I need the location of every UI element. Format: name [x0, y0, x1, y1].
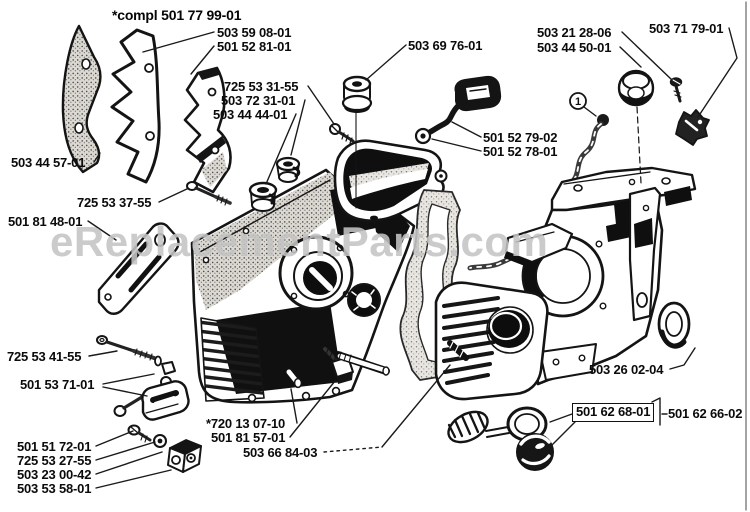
callout-1-badge: 1 — [569, 92, 587, 110]
part-label-501-81-48-01: 501 81 48-01 — [8, 214, 83, 229]
part-label-725-53-27-55: 725 53 27-55 — [17, 453, 92, 468]
part-label-501-62-66-02: 501 62 66-02 — [668, 406, 743, 421]
oil-seal-ring — [657, 301, 691, 349]
guide-plate — [97, 222, 180, 315]
screw-small-bottom — [127, 424, 152, 443]
part-label-501-52-81-01: 501 52 81-01 — [217, 39, 292, 54]
bumper-spike-set — [61, 24, 232, 194]
part-label-501-52-78-01: 501 52 78-01 — [483, 144, 558, 159]
part-label-501-51-72-01: 501 51 72-01 — [17, 439, 92, 454]
part-label-503-66-84-03: 503 66 84-03 — [243, 445, 318, 460]
part-label-503-69-76-01: 503 69 76-01 — [408, 38, 483, 53]
assembly-title: *compl 501 77 99-01 — [112, 7, 242, 23]
crankcase-fins — [201, 320, 264, 395]
felling-dog-small — [183, 66, 232, 194]
part-label-501-62-68-01: 501 62 68-01 — [572, 403, 655, 422]
crankcase-left-half — [190, 168, 416, 404]
part-label-501-53-71-01: 501 53 71-01 — [20, 377, 95, 392]
part-label-503-53-58-01: 503 53 58-01 — [17, 481, 92, 496]
part-label-503-71-79-01: 503 71 79-01 — [649, 21, 724, 36]
screw-felling-dog — [186, 181, 232, 206]
fuel-cap-top — [617, 69, 655, 184]
tank-top-plate — [333, 111, 448, 222]
part-label-503-44-57-01: 503 44 57-01 — [11, 155, 86, 170]
dowel-pin — [284, 367, 303, 389]
part-label-725-53-41-55: 725 53 41-55 — [7, 349, 82, 364]
stud-bolt — [447, 340, 469, 361]
ignition-module — [414, 75, 502, 145]
part-label-503-21-28-06: 503 21 28-06 — [537, 25, 612, 40]
part-label-501-81-57-01: 501 81 57-01 — [211, 430, 286, 445]
crankcase-right-half — [434, 166, 697, 401]
vent-screw — [669, 77, 683, 103]
callout-1-number: 1 — [575, 96, 581, 108]
leader-lines — [87, 27, 738, 489]
part-label-503-44-50-01: 503 44 50-01 — [537, 40, 612, 55]
washer-bottom — [153, 434, 167, 448]
spike-plate-outer — [61, 24, 102, 174]
part-label-720-13-07-10: *720 13 07-10 — [206, 416, 286, 431]
part-label-503-59-08-01: 503 59 08-01 — [217, 25, 292, 40]
part-label-503-26-02-04: 503 26 02-04 — [589, 362, 664, 377]
felling-dog-large — [110, 28, 161, 184]
tank-vent-valve — [675, 109, 710, 146]
pivot-rod — [334, 351, 390, 376]
part-label-503-44-44-01: 503 44 44-01 — [213, 107, 288, 122]
tensioner-block — [141, 380, 190, 421]
watermark: eReplacementParts.com — [50, 218, 549, 265]
rubber-grommet — [341, 75, 373, 113]
bolt-long-upper — [96, 335, 176, 375]
bushing-lower — [248, 181, 278, 212]
fuel-cap-assembly — [447, 406, 554, 471]
chain-catcher-block — [167, 439, 202, 473]
part-label-725-53-37-55: 725 53 37-55 — [77, 195, 152, 210]
small-screw-top — [329, 123, 355, 144]
bushing-upper — [275, 156, 301, 183]
part-label-725-53-31-55: 725 53 31-55 — [224, 79, 299, 94]
part-label-503-72-31-01: 503 72 31-01 — [221, 93, 296, 108]
part-label-503-23-00-42: 503 23 00-42 — [17, 467, 92, 482]
part-label-501-52-79-02: 501 52 79-02 — [483, 130, 558, 145]
